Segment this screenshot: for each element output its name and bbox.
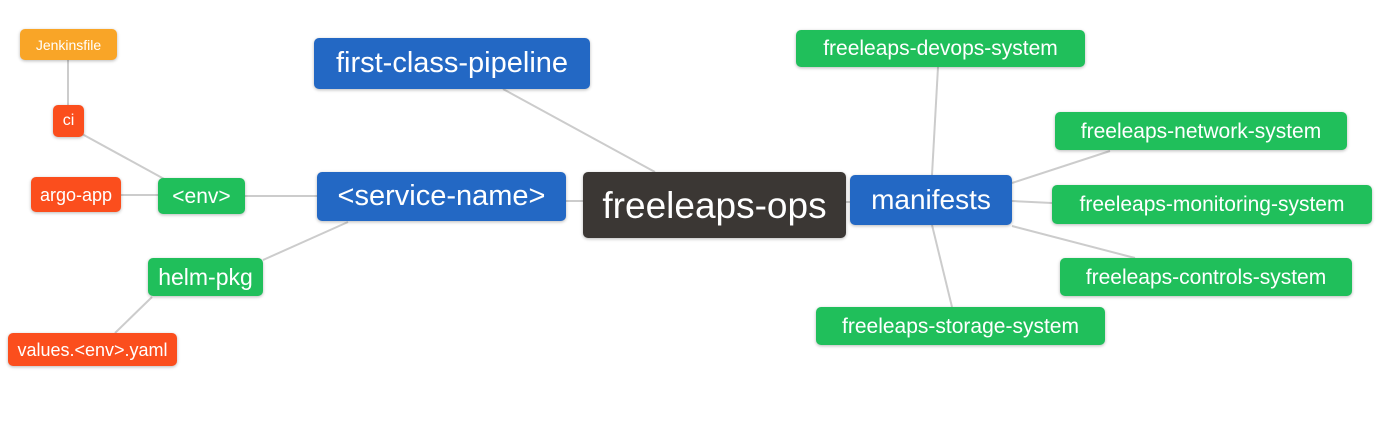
node-freeleaps-storage-system[interactable]: freeleaps-storage-system: [816, 307, 1105, 345]
node-root-freeleaps-ops[interactable]: freeleaps-ops: [583, 172, 846, 238]
node-freeleaps-network-system[interactable]: freeleaps-network-system: [1055, 112, 1347, 150]
node-jenkinsfile[interactable]: Jenkinsfile: [20, 29, 117, 60]
node-manifests[interactable]: manifests: [850, 175, 1012, 225]
edge-ci-env: [81, 133, 167, 181]
edge-manifests-storage: [931, 224, 953, 308]
node-freeleaps-devops-system[interactable]: freeleaps-devops-system: [796, 30, 1085, 67]
edge-pipeline-root: [502, 88, 656, 173]
node-values-env-yaml[interactable]: values.<env>.yaml: [8, 333, 177, 366]
edge-helm-pkg-service-name: [262, 221, 349, 261]
edge-manifests-network: [1011, 150, 1111, 184]
edge-manifests-monitoring: [1011, 200, 1053, 204]
node-service-name[interactable]: <service-name>: [317, 172, 566, 221]
node-ci[interactable]: ci: [53, 105, 84, 137]
edge-manifests-controls: [1011, 225, 1136, 259]
node-env[interactable]: <env>: [158, 178, 245, 214]
edge-values-yaml-helm-pkg: [114, 296, 153, 334]
edge-manifests-devops: [931, 66, 939, 176]
node-argo-app[interactable]: argo-app: [31, 177, 121, 212]
node-freeleaps-controls-system[interactable]: freeleaps-controls-system: [1060, 258, 1352, 296]
node-freeleaps-monitoring-system[interactable]: freeleaps-monitoring-system: [1052, 185, 1372, 224]
node-helm-pkg[interactable]: helm-pkg: [148, 258, 263, 296]
node-first-class-pipeline[interactable]: first-class-pipeline: [314, 38, 590, 89]
